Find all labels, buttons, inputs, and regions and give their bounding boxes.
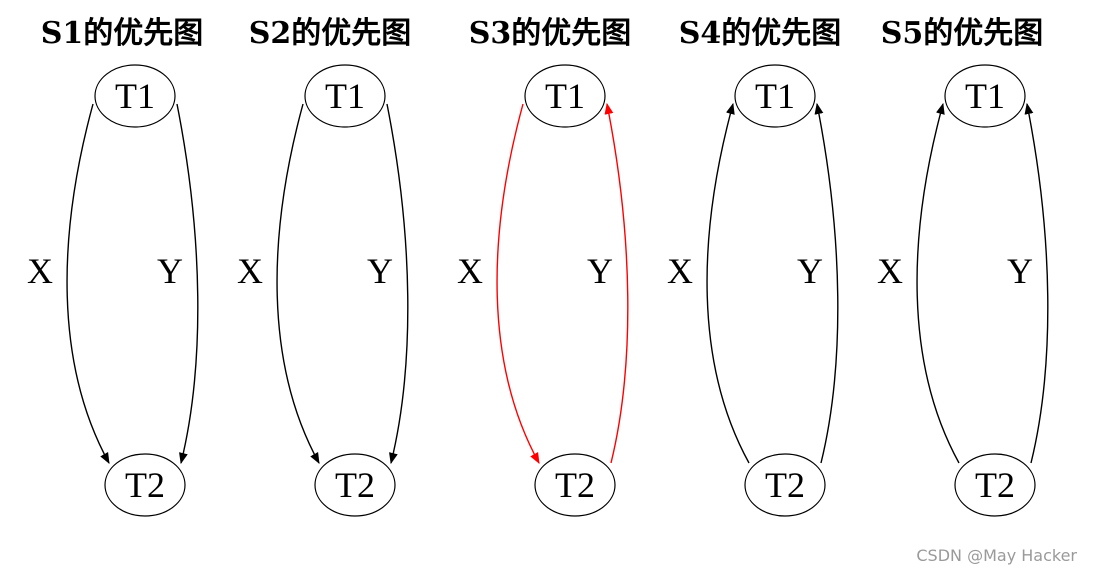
node-top	[94, 64, 176, 128]
node-top	[734, 64, 816, 128]
node-label: T2	[555, 465, 595, 505]
edge-y	[386, 103, 409, 465]
edge-label-y: Y	[587, 251, 613, 291]
graph-title: S2的优先图	[249, 16, 412, 51]
graph-title: S4的优先图	[679, 16, 842, 51]
graph-title: S3的优先图	[469, 16, 632, 51]
node-top	[524, 64, 606, 128]
node-label: T1	[755, 76, 795, 116]
edge-y	[814, 102, 839, 464]
edge-x	[496, 103, 540, 464]
node-label: T1	[325, 76, 365, 116]
edge-label-y: Y	[367, 251, 393, 291]
edge-label-y: Y	[797, 251, 823, 291]
edge-x	[706, 102, 750, 464]
edge-label-x: X	[237, 251, 263, 291]
node-bottom	[954, 453, 1036, 517]
node-label: T2	[975, 465, 1015, 505]
node-label: T2	[125, 465, 165, 505]
edge-label-x: X	[667, 251, 693, 291]
edge-label-x: X	[457, 251, 483, 291]
node-label: T1	[115, 76, 155, 116]
node-bottom	[104, 453, 186, 517]
node-bottom	[744, 453, 826, 517]
edge-y	[604, 102, 629, 464]
edge-y	[176, 103, 199, 465]
edge-label-y: Y	[1007, 251, 1033, 291]
node-top	[304, 64, 386, 128]
edge-label-y: Y	[157, 251, 183, 291]
node-top	[944, 64, 1026, 128]
node-label: T1	[545, 76, 585, 116]
node-label: T2	[765, 465, 805, 505]
node-label: T1	[965, 76, 1005, 116]
edge-label-x: X	[27, 251, 53, 291]
edge-y	[1024, 102, 1049, 464]
graph-title: S5的优先图	[881, 16, 1044, 51]
node-bottom	[534, 453, 616, 517]
node-bottom	[314, 453, 396, 517]
graph-title: S1的优先图	[41, 16, 204, 51]
watermark: CSDN @May Hacker	[916, 546, 1077, 565]
node-label: T2	[335, 465, 375, 505]
edge-x	[66, 103, 110, 464]
edge-label-x: X	[877, 251, 903, 291]
edge-x	[276, 103, 320, 464]
edge-x	[916, 102, 960, 464]
